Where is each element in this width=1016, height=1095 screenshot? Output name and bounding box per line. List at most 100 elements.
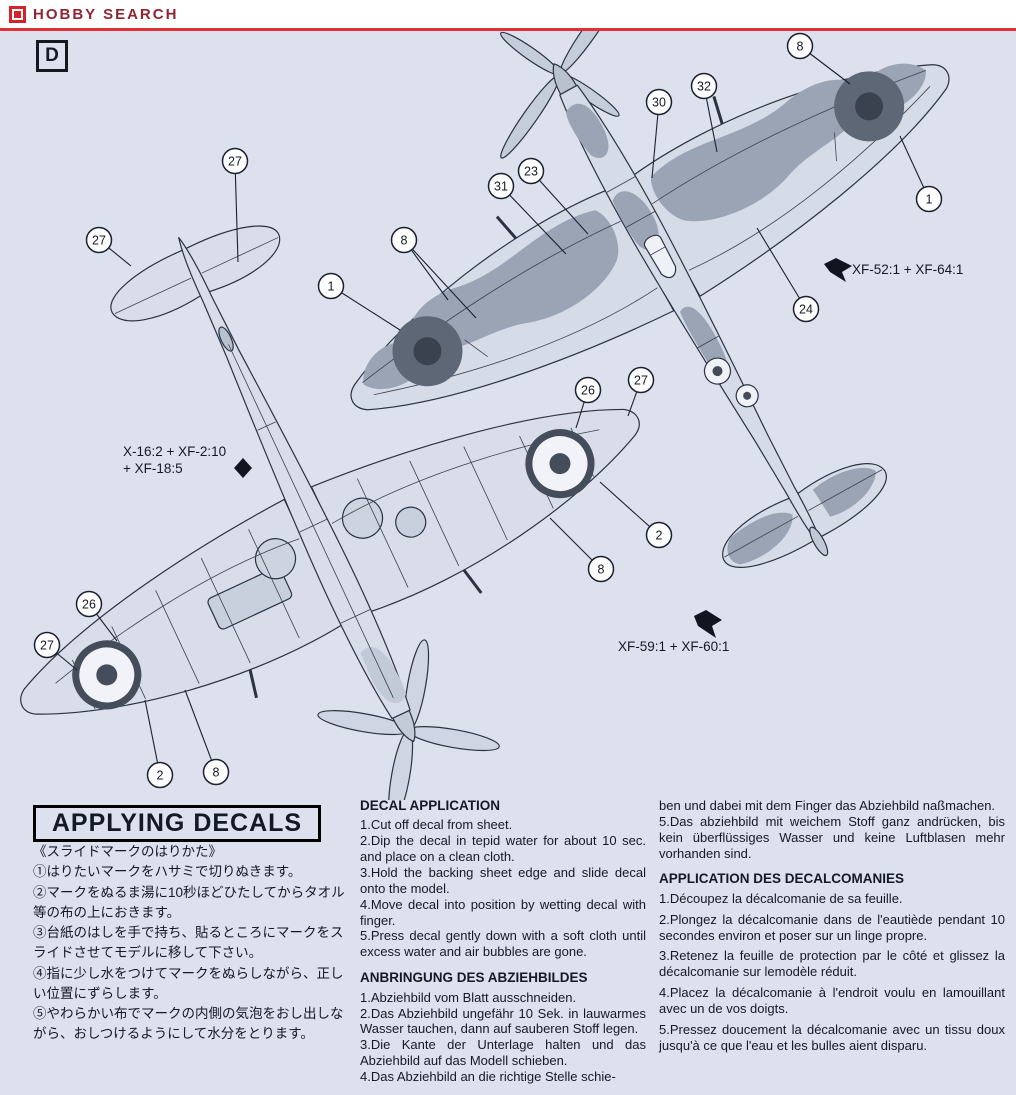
decal-callouts: 8 1 32 30 23: [33, 32, 943, 789]
instructions-section: APPLYING DECALS 《スライドマークのはりかた》 ①はりたいマークを…: [0, 798, 1016, 1095]
french-heading: APPLICATION DES DECALCOMANIES: [659, 871, 905, 887]
german-french-column: ben und dabei mit dem Finger das Abziehb…: [659, 798, 1005, 1054]
decal-callout: 1: [899, 135, 943, 213]
site-header: HOBBY SEARCH: [0, 0, 1016, 28]
french-step: 4.Placez la décalcomanie à l'endroit vou…: [659, 985, 1005, 1017]
svg-text:2: 2: [157, 769, 164, 783]
spitfire-bottom-view: [20, 225, 640, 800]
german-step: 4.Das Abziehbild an die richtige Stelle …: [360, 1068, 616, 1084]
propeller: [317, 639, 500, 800]
french-step: 1.Découpez la décalcomanie de sa feuille…: [659, 890, 903, 906]
paint-mix-text: XF-59:1 + XF-60:1: [618, 639, 729, 654]
wing-right: [20, 498, 344, 715]
svg-text:8: 8: [598, 563, 605, 577]
paint-marker-icon: [694, 610, 722, 638]
roundel-underside-right: [72, 640, 142, 710]
svg-text:2: 2: [656, 529, 663, 543]
german-step-continuation: ben und dabei mit dem Finger das Abziehb…: [659, 798, 996, 813]
english-step: 2.Dip the decal in tepid water for about…: [360, 833, 646, 865]
hobby-search-logo-icon[interactable]: [9, 5, 26, 23]
english-step: 1.Cut off decal from sheet.: [360, 817, 513, 833]
svg-text:27: 27: [634, 374, 648, 388]
german-step: 5.Das abziehbild mit weichem Stoff ganz …: [659, 813, 1005, 861]
spitfire-decal-diagram: XF-52:1 + XF-64:1 X-16:2 + XF-2:10 + XF-…: [20, 0, 963, 800]
roundel-left-wing: [392, 316, 463, 387]
spinner: [552, 63, 578, 96]
svg-text:8: 8: [213, 766, 220, 780]
svg-text:8: 8: [797, 40, 804, 54]
decal-callout: 8: [390, 226, 477, 319]
fin-top: [809, 526, 829, 557]
svg-text:1: 1: [926, 193, 933, 207]
decal-callout: 2: [144, 699, 174, 789]
english-step: 5.Press decal gently down with a soft cl…: [360, 928, 646, 960]
paint-label-lower: XF-59:1 + XF-60:1: [618, 610, 729, 654]
cannon-barrels: [495, 95, 724, 240]
header-divider: [0, 28, 1016, 31]
german-heading: ANBRINGUNG DES ABZIEHBILDES: [360, 970, 588, 986]
oil-cooler: [395, 506, 427, 538]
decal-callout: 30: [645, 88, 673, 179]
paint-mix-text: + XF-18:5: [123, 461, 183, 476]
decal-callout: 2: [599, 481, 673, 549]
panel-lines: [362, 70, 931, 558]
svg-text:24: 24: [799, 303, 813, 317]
german-step: 1.Abziehbild vom Blatt ausschneiden.: [360, 989, 577, 1005]
svg-text:1: 1: [328, 280, 335, 294]
svg-text:26: 26: [82, 598, 96, 612]
japanese-heading: 《スライドマークのはりかた》: [33, 844, 222, 859]
paint-mix-text: XF-52:1 + XF-64:1: [852, 262, 963, 277]
decal-callout: 1: [317, 272, 401, 331]
roundel-right-wing: [834, 71, 905, 142]
cowling-shading: [360, 647, 407, 704]
paint-label-mid: X-16:2 + XF-2:10 + XF-18:5: [123, 444, 252, 478]
wheel-well-right: [254, 538, 297, 580]
decal-callout: 32: [690, 72, 718, 153]
japanese-step: ⑤やわらかい布でマークの内側の気泡をおし出しながら、おしつけるようにして水分をと…: [33, 1006, 344, 1042]
fuselage-markings: [703, 357, 759, 408]
svg-text:30: 30: [652, 96, 666, 110]
japanese-step: ②マークをぬるま湯に10秒ほどひたしてからタオル等の布の上におきます。: [33, 884, 345, 920]
english-heading: DECAL APPLICATION: [360, 798, 501, 813]
panel-lines: [55, 237, 600, 710]
german-step: 2.Das Abziehbild ungefähr 10 Sek. in lau…: [360, 1005, 646, 1037]
svg-text:27: 27: [92, 234, 106, 248]
paint-label-upper: XF-52:1 + XF-64:1: [824, 258, 963, 282]
decal-callout: 27: [33, 631, 78, 671]
decal-callout: 8: [786, 32, 851, 85]
decal-callout: 31: [487, 172, 567, 255]
brand-name[interactable]: HOBBY SEARCH: [33, 5, 179, 23]
svg-text:27: 27: [40, 639, 54, 653]
applying-decals-title: APPLYING DECALS: [33, 805, 321, 842]
fuselage: [178, 236, 411, 720]
spinner: [392, 709, 416, 743]
japanese-step: ③台紙のはしを手で持ち、貼るところにマークをスライドさせてモデルに移して下さい。: [33, 925, 344, 961]
decal-callout: 8: [549, 517, 615, 583]
svg-text:32: 32: [697, 80, 711, 94]
svg-text:23: 23: [524, 165, 538, 179]
svg-text:8: 8: [401, 234, 408, 248]
french-step: 5.Pressez doucement la décalcomanie avec…: [659, 1021, 1005, 1053]
svg-text:27: 27: [228, 155, 242, 169]
roundel-underside-left: [525, 429, 595, 499]
applying-decals-title-text: APPLYING DECALS: [51, 809, 303, 838]
canopy-frame: [650, 246, 665, 256]
decal-callout: 26: [574, 376, 602, 429]
radiator-housing: [207, 567, 293, 630]
svg-text:26: 26: [581, 384, 595, 398]
step-label: D: [36, 40, 68, 72]
french-step: 2.Plongez la décalcomanie dans de l'eaut…: [659, 911, 1005, 943]
paint-diamond-icon: [234, 458, 252, 478]
decal-callout: 8: [184, 689, 230, 786]
canopy: [643, 234, 677, 279]
japanese-step: ①はりたいマークをハサミで切りぬきます。: [33, 864, 302, 880]
english-step: 4.Move decal into position by wetting de…: [360, 896, 646, 928]
wheel-well-left: [341, 497, 384, 539]
paint-marker-icon: [824, 258, 852, 282]
decal-callout: 23: [517, 157, 589, 235]
decal-callout: 27: [85, 226, 132, 267]
japanese-step: ④指に少し水をつけてマークをぬらしながら、正しい位置にずらします。: [33, 965, 344, 1001]
spitfire-top-view: [350, 0, 950, 568]
french-step: 3.Retenez la feuille de protection par l…: [659, 948, 1005, 980]
